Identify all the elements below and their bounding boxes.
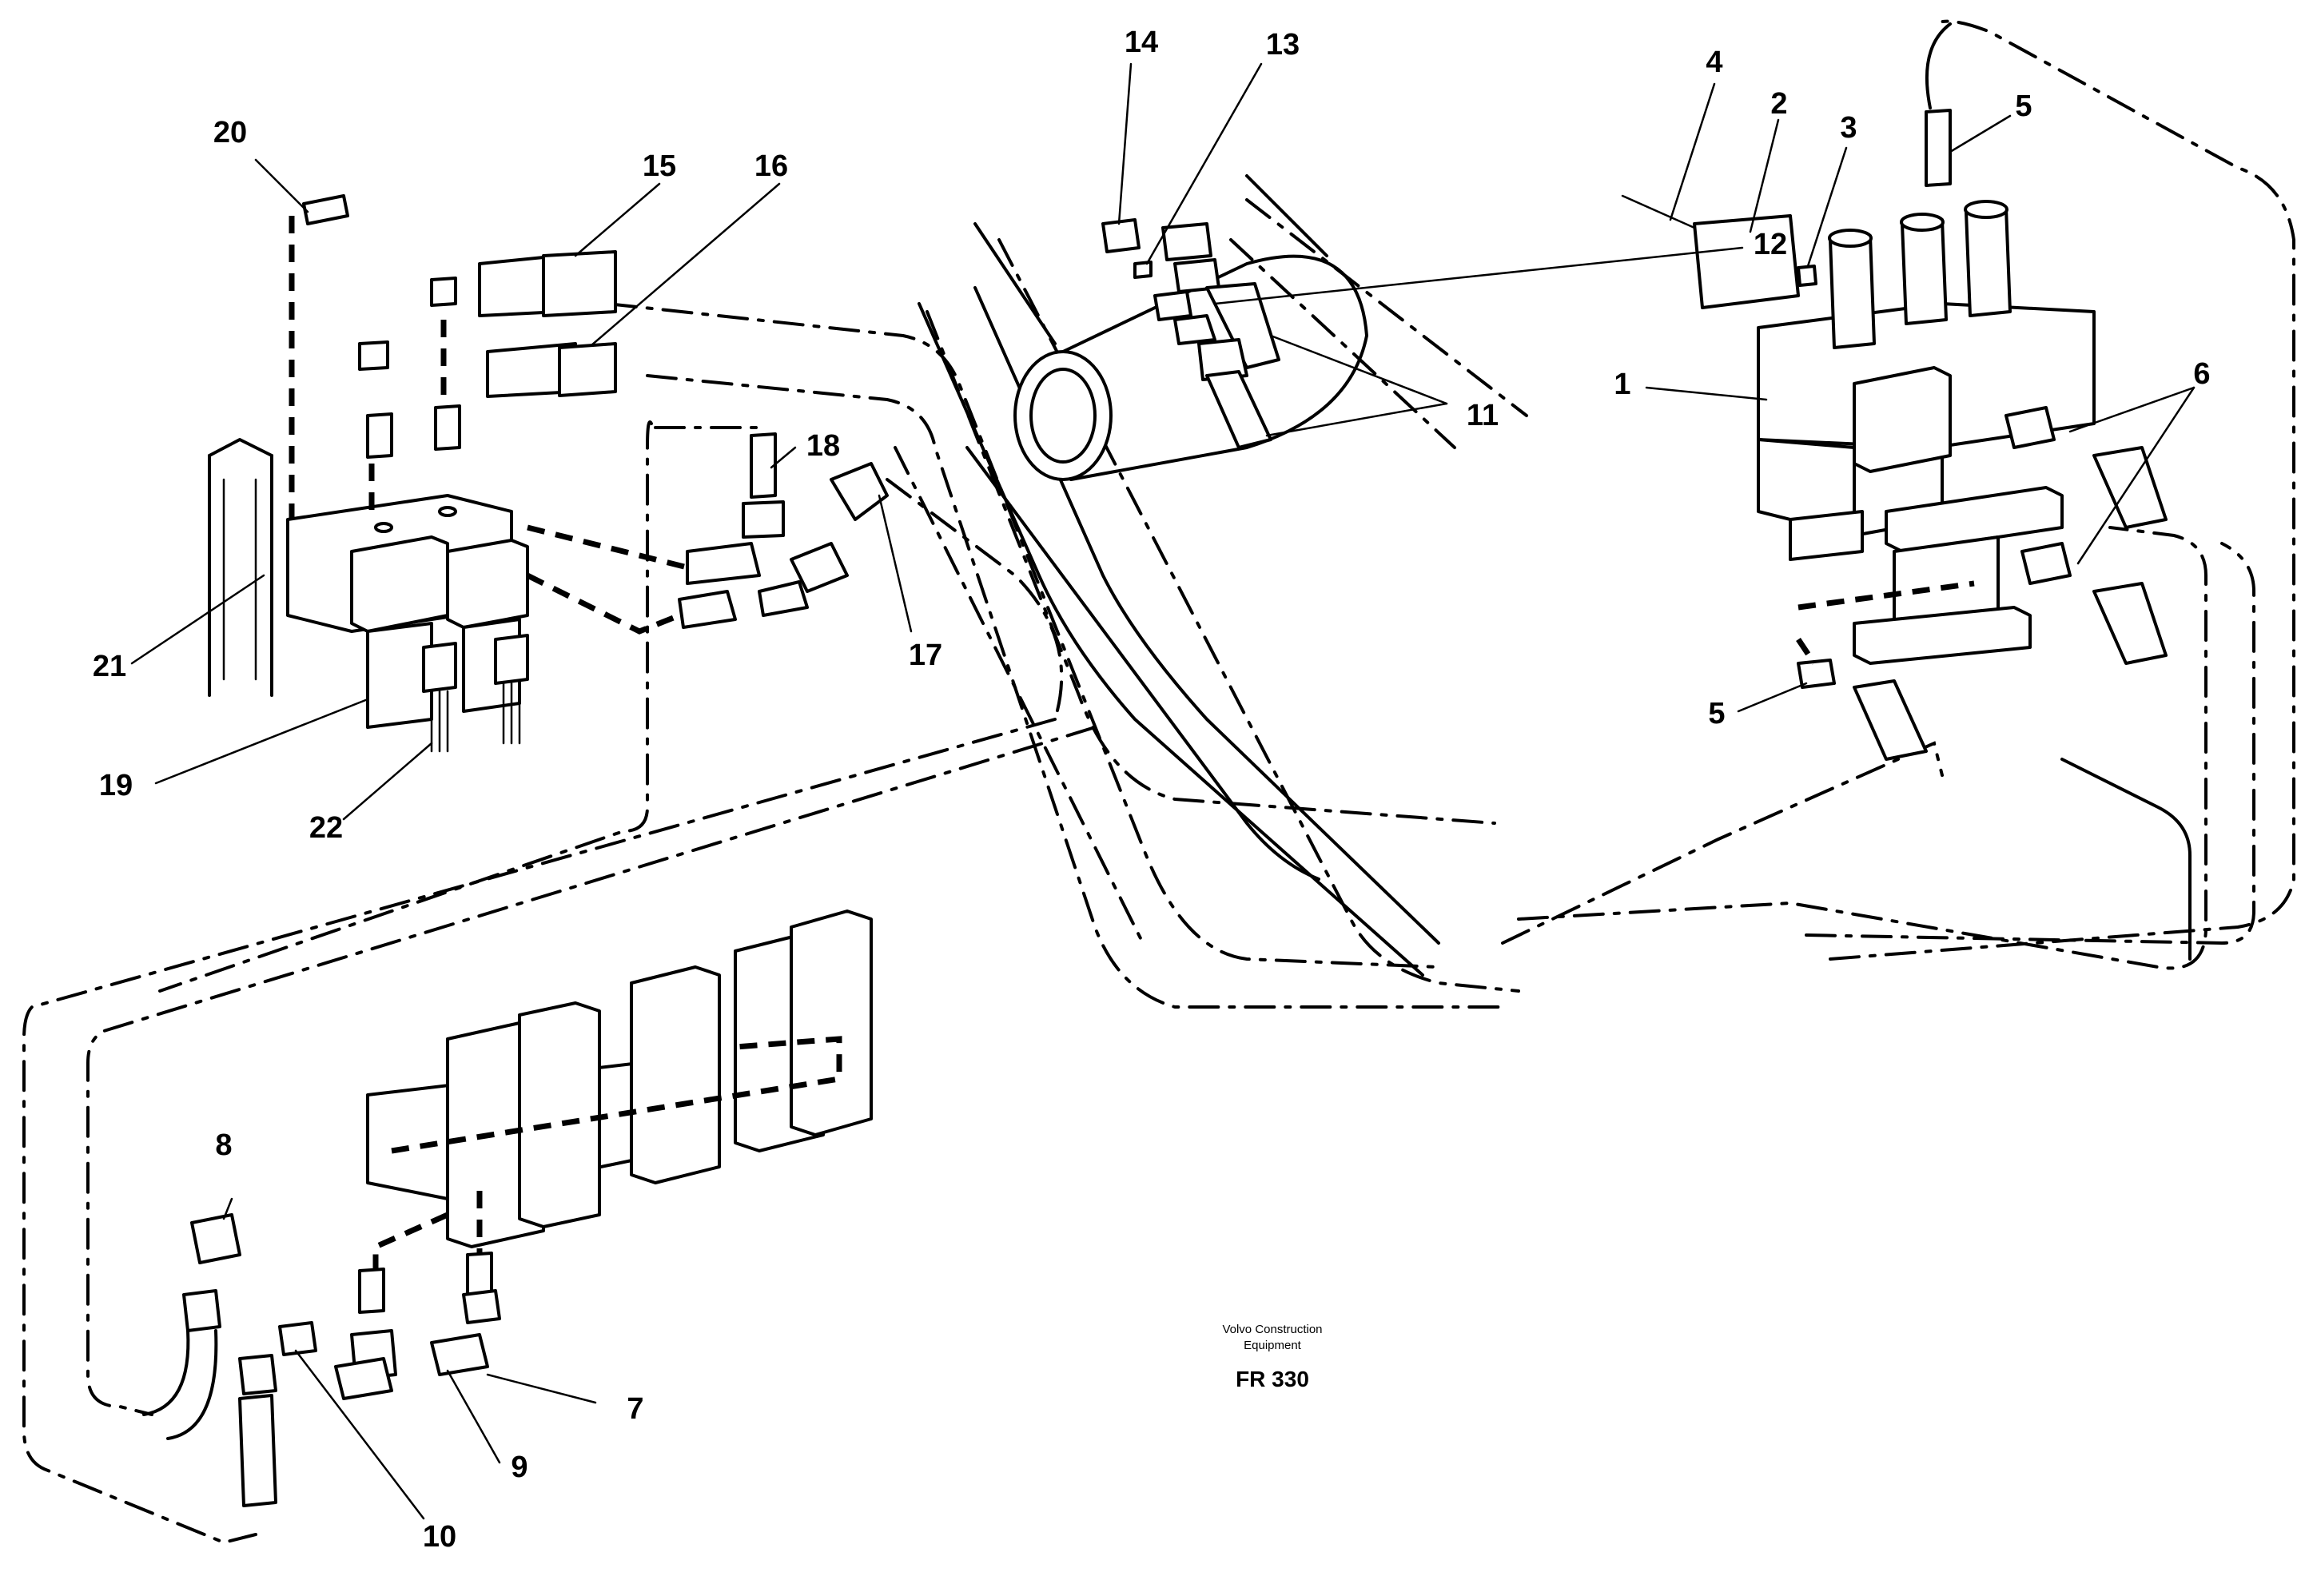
callout-7: 7 (627, 1392, 643, 1426)
callout-13: 13 (1266, 28, 1300, 62)
main-valve-block (1693, 200, 2096, 665)
callout-numbers: 1 2 3 4 5 5 6 7 8 9 10 11 12 13 14 15 16… (93, 26, 2211, 1554)
fittings-3-6 (1621, 22, 2168, 761)
fittings-11-14 (1101, 218, 1280, 449)
caption-code: FR 330 (1236, 1367, 1309, 1391)
callout-15: 15 (643, 149, 676, 183)
callout-14: 14 (1125, 26, 1158, 59)
support-post (208, 438, 273, 697)
fittings-7-10 (142, 1213, 501, 1507)
callout-2: 2 (1770, 87, 1787, 121)
screw-20 (302, 194, 349, 225)
callout-21: 21 (93, 650, 126, 683)
callout-19: 19 (99, 769, 133, 802)
callout-9: 9 (511, 1451, 527, 1484)
lower-manifold (366, 909, 873, 1279)
caption: Volvo Construction Equipment FR 330 (1222, 1323, 1322, 1391)
callout-5b: 5 (1708, 697, 1725, 730)
callout-10: 10 (423, 1520, 456, 1554)
callout-12: 12 (1754, 228, 1787, 261)
callout-1: 1 (1614, 368, 1630, 401)
callout-22: 22 (309, 811, 343, 845)
callout-17: 17 (909, 639, 942, 672)
callout-8: 8 (215, 1128, 232, 1162)
callout-6: 6 (2193, 357, 2210, 391)
callout-3: 3 (1840, 111, 1857, 145)
callout-18: 18 (806, 429, 840, 463)
caption-company: Volvo Construction (1222, 1323, 1322, 1336)
pipe-runs (918, 286, 2192, 977)
caption-equipment: Equipment (1244, 1339, 1302, 1352)
callout-4: 4 (1706, 46, 1722, 79)
leader-lines (130, 62, 2196, 1520)
callout-20: 20 (213, 116, 247, 149)
drum-cylinder (973, 174, 1368, 481)
hose-routing (22, 19, 2295, 1545)
callout-5a: 5 (2015, 90, 2032, 123)
fittings-17-18 (526, 432, 889, 635)
solenoid-fittings (358, 250, 617, 511)
solenoid-valve-block (286, 494, 529, 753)
callout-16: 16 (754, 149, 788, 183)
callout-11: 11 (1467, 399, 1499, 432)
